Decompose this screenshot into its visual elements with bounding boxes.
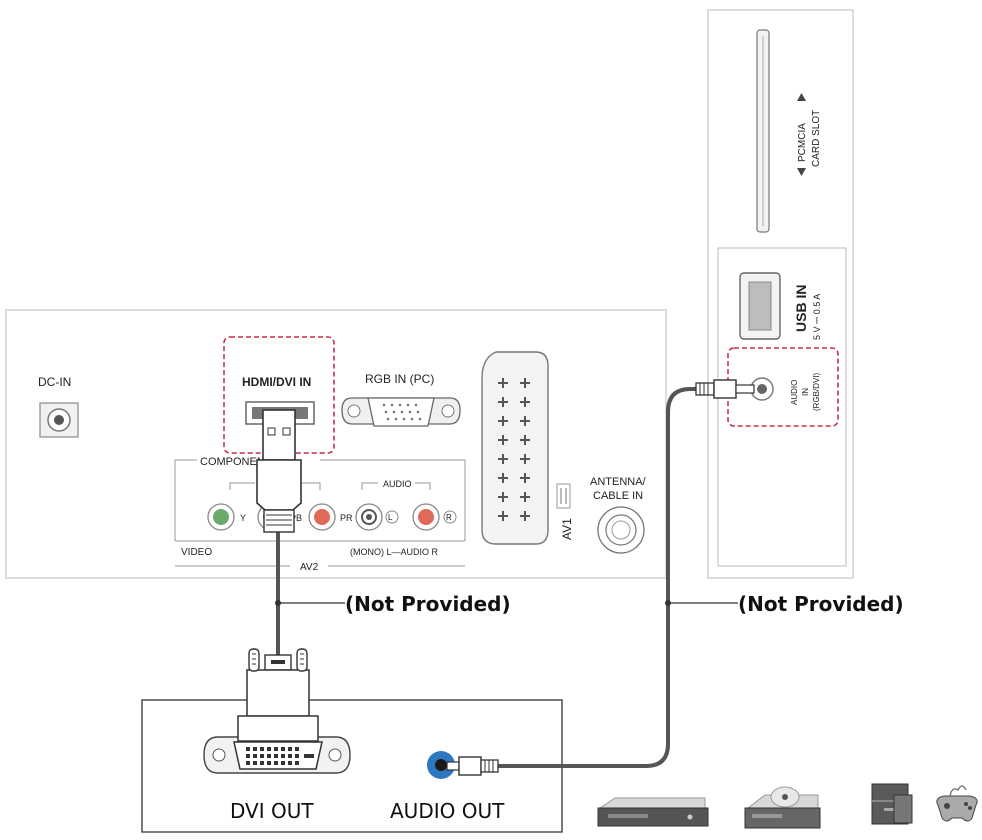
audio-r-label: R: [446, 513, 452, 522]
video-label: VIDEO: [181, 547, 212, 558]
triangle-up-icon: [797, 93, 806, 101]
antenna-label-line1: ANTENNA/: [590, 476, 647, 488]
jack-y: [207, 503, 235, 531]
pcmcia-label-line1: PCMCIA: [797, 123, 808, 162]
audio-out-jack: [427, 751, 455, 779]
dvi-out-label: DVI OUT: [230, 799, 314, 823]
audio-plug-top: [695, 379, 755, 399]
tv-rear-panel: [5, 309, 667, 579]
antenna-label-line2: CABLE IN: [593, 490, 643, 502]
audio-out-label: AUDIO OUT: [390, 799, 505, 823]
side-io-frame: [717, 247, 847, 567]
triangle-down-icon: [797, 168, 806, 176]
pb-label: PB: [290, 513, 302, 523]
game-controller-icon: [936, 785, 978, 822]
av2-label: AV2: [300, 562, 319, 573]
left-not-provided-label: (Not Provided): [345, 592, 511, 616]
rgb-in-label: RGB IN (PC): [365, 372, 434, 386]
scart-port: [481, 351, 549, 545]
audio-cable: [498, 387, 700, 768]
usb-in-label: USB IN: [793, 285, 809, 332]
hdmi-plug: [256, 409, 302, 533]
dvd-player-icon: [597, 797, 709, 827]
usb-rating-label: 5 V ⎓ 0.5 A: [812, 294, 822, 340]
pc-icon: [871, 783, 913, 825]
component-in-frame: [174, 459, 466, 542]
usb-port: [739, 272, 781, 340]
y-label: Y: [240, 513, 246, 523]
audio-in-label-line2: IN: [801, 388, 810, 396]
dvd-recorder-icon: [744, 786, 821, 829]
vga-port: [341, 397, 461, 427]
audio-in-jack: [750, 377, 774, 401]
audio-l-label: L: [388, 513, 393, 522]
dvi-out-port: [203, 736, 351, 774]
pr-label: PR: [340, 513, 353, 523]
audio-in-label-line1: AUDIO: [790, 380, 799, 405]
audio-group-label: AUDIO: [383, 479, 412, 489]
hdmi-highlight: [223, 336, 335, 454]
right-not-provided-label: (Not Provided): [738, 592, 904, 616]
jack-audio-l: [355, 503, 383, 531]
audio-in-label-line3: (RGB/DVI): [812, 372, 821, 411]
mono-audio-label: (MONO) L—AUDIO R: [350, 547, 439, 557]
hdmi-dvi-in-label: HDMI/DVI IN: [242, 375, 311, 389]
pcmcia-label-line2: CARD SLOT: [811, 110, 822, 167]
dc-in-port: [39, 402, 79, 438]
dc-in-label: DC-IN: [38, 375, 71, 389]
jack-pr: [308, 503, 336, 531]
io-arrows-icon: [556, 483, 571, 509]
jack-audio-r: [412, 503, 440, 531]
antenna-port: [597, 506, 645, 554]
dvi-plug: [237, 648, 319, 742]
audio-plug-bottom: [446, 756, 499, 776]
av1-label: AV1: [560, 518, 574, 540]
